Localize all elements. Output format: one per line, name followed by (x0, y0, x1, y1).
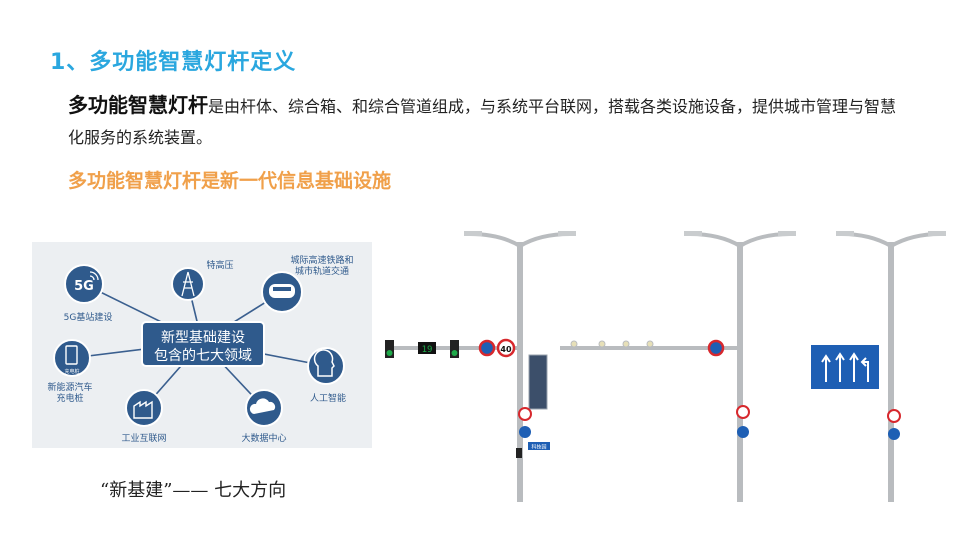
node-label-rail-2: 城市轨道交通 (295, 265, 349, 277)
smart-pole-1: 19 40 科技园 (385, 231, 576, 502)
factory-icon (125, 389, 163, 427)
highlight-statement: 多功能智慧灯杆是新一代信息基础设施 (68, 170, 392, 192)
center-line-2: 包含的七大领域 (154, 348, 252, 364)
no-parking-sign (707, 339, 725, 357)
traffic-light-left (385, 340, 394, 358)
definition-term: 多功能智慧灯杆 (68, 93, 208, 117)
svg-text:5G: 5G (74, 279, 94, 294)
infographic-caption: “新基建”—— 七大方向 (100, 480, 287, 501)
lane-direction-sign (809, 343, 881, 391)
prohibition-sign (887, 409, 901, 423)
cloud-icon (245, 389, 283, 427)
svg-text:19: 19 (422, 345, 433, 355)
node-label-iiot: 工业互联网 (121, 433, 166, 444)
smart-pole-3 (809, 231, 946, 502)
node-label-ev-1: 新能源汽车 (47, 381, 92, 393)
train-icon (261, 271, 303, 313)
node-label-rail-1: 城际高速铁路和 (290, 254, 353, 266)
center-line-1: 新型基础建设 (161, 329, 245, 346)
direction-sign (888, 428, 900, 440)
new-infrastructure-infographic: 新型基础建设 包含的七大领域 5G 5G基站建设 特高压 城际高速铁路和 城市轨… (32, 242, 372, 448)
node-label-ai: 人工智能 (310, 392, 346, 404)
led-screen (528, 354, 548, 410)
traffic-light-right (450, 340, 459, 358)
tower-icon (171, 267, 205, 301)
center-box: 新型基础建设 包含的七大领域 (141, 321, 265, 367)
svg-text:科技园: 科技园 (531, 444, 546, 451)
definition-paragraph: 多功能智慧灯杆是由杆体、综合箱、和综合管道组成，与系统平台联网，搭载各类设施设备… (68, 90, 898, 153)
node-label-bigdata: 大数据中心 (241, 432, 286, 444)
direction-sign (737, 426, 749, 438)
svg-text:40: 40 (500, 345, 512, 354)
countdown-display: 19 (418, 342, 436, 355)
slide-title: 1、多功能智慧灯杆定义 (50, 50, 297, 75)
ai-head-icon (307, 347, 345, 385)
smart-pole-2 (560, 231, 796, 502)
5g-icon: 5G (64, 264, 104, 304)
svg-text:充电桩: 充电桩 (64, 368, 79, 375)
location-plate (528, 442, 550, 450)
prohibition-sign (518, 407, 532, 421)
smart-pole-illustrations: 19 40 科技园 (380, 228, 950, 508)
no-parking-sign (478, 339, 496, 357)
definition-text: 是由杆体、综合箱、和综合管道组成，与系统平台联网，搭载各类设施设备，提供城市管理… (68, 97, 897, 147)
prohibition-sign (736, 405, 750, 419)
node-label-uhv: 特高压 (206, 259, 233, 271)
node-label-5g: 5G基站建设 (64, 311, 113, 323)
direction-sign (519, 426, 531, 438)
speed-limit-sign: 40 (496, 338, 516, 358)
charger-icon: 充电桩 (53, 339, 91, 377)
node-label-ev-2: 充电桩 (56, 392, 83, 404)
